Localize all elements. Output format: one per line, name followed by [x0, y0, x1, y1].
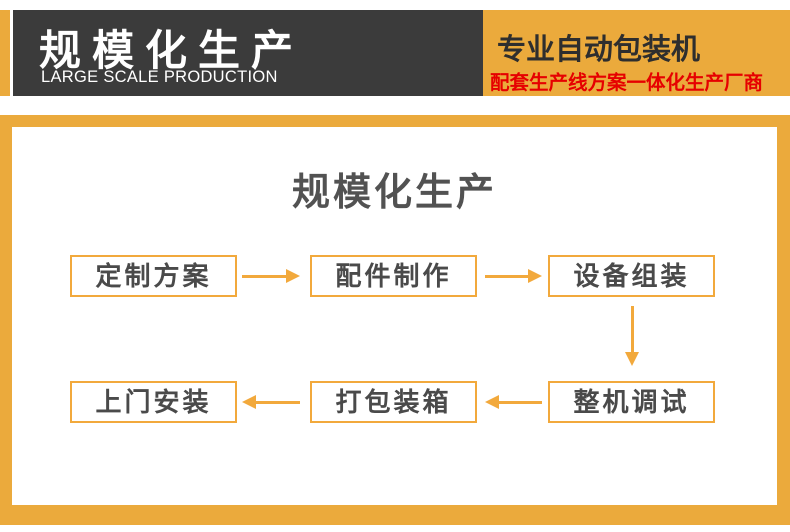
arrow-left-icon: [242, 394, 300, 410]
section-title: 规模化生产: [291, 172, 497, 214]
flow-step-onsite-installation: 上门安装: [70, 381, 237, 423]
arrow-left-icon: [485, 394, 542, 410]
arrow-shaft: [256, 400, 300, 404]
header-right-title: 专业自动包装机: [497, 34, 701, 66]
flow-step-custom-plan: 定制方案: [70, 255, 237, 297]
arrow-head: [528, 269, 542, 283]
header-title-cn: 规模化生产: [39, 27, 305, 74]
arrow-right-icon: [242, 268, 300, 284]
header-title-en: LARGE SCALE PRODUCTION: [41, 68, 278, 86]
arrow-shaft: [499, 400, 542, 404]
header-accent-bar: [0, 10, 10, 96]
header-right-subtitle: 配套生产线方案一体化生产厂商: [490, 72, 764, 94]
content-panel: 规模化生产 定制方案 配件制作 设备组装 上门安装 打包装箱 整机调试: [0, 115, 790, 525]
arrow-head: [286, 269, 300, 283]
header-left: 规模化生产 LARGE SCALE PRODUCTION: [13, 10, 483, 96]
arrow-down-icon: [624, 306, 640, 366]
arrow-shaft: [242, 274, 286, 278]
arrow-head: [242, 395, 256, 409]
flow-step-parts-making: 配件制作: [310, 255, 477, 297]
flow-step-packing: 打包装箱: [310, 381, 477, 423]
arrow-head: [485, 395, 499, 409]
content-card: 规模化生产 定制方案 配件制作 设备组装 上门安装 打包装箱 整机调试: [12, 127, 777, 505]
arrow-shaft: [485, 274, 528, 278]
arrow-shaft: [630, 306, 634, 352]
arrow-right-icon: [485, 268, 542, 284]
flow-step-machine-testing: 整机调试: [548, 381, 715, 423]
flow-step-equipment-assembly: 设备组装: [548, 255, 715, 297]
header-right: 专业自动包装机 配套生产线方案一体化生产厂商: [483, 10, 790, 96]
arrow-head: [625, 352, 639, 366]
